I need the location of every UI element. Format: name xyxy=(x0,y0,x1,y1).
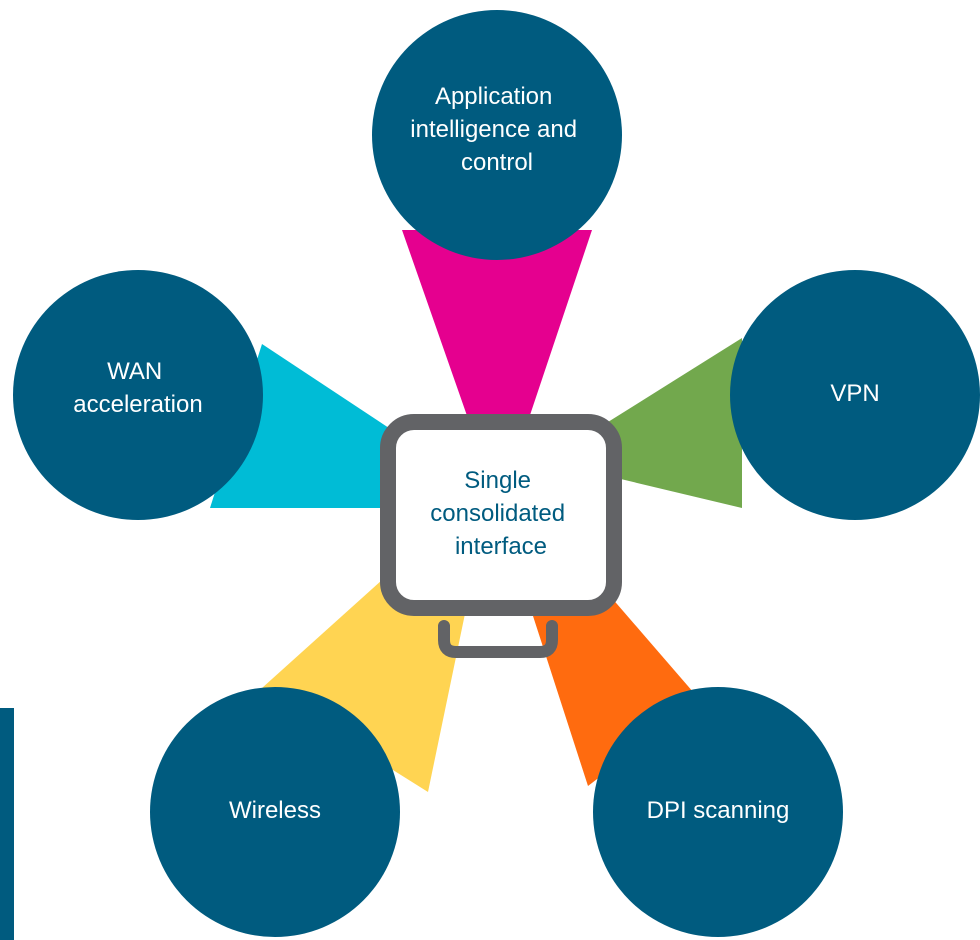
node-wan-acceleration: WAN acceleration xyxy=(13,270,263,520)
node-label-line: acceleration xyxy=(73,391,202,418)
node-label: DPI scanning xyxy=(647,797,790,824)
node-label-line: intelligence and xyxy=(410,116,577,143)
beam-dpi-scanning xyxy=(522,582,700,786)
node-label-line: Wireless xyxy=(229,797,321,824)
node-label: Wireless xyxy=(229,797,321,824)
node-label-line: control xyxy=(461,149,533,176)
monitor-icon: Single consolidated interface xyxy=(380,414,622,658)
node-circle xyxy=(593,687,843,937)
node-label-line: VPN xyxy=(830,380,879,407)
node-label-line: WAN xyxy=(107,358,162,385)
node-dpi-scanning: DPI scanning xyxy=(593,687,843,937)
node-label-line: Application xyxy=(435,83,552,110)
beam-vpn xyxy=(608,338,742,508)
node-application-intelligence: Application intelligence and control xyxy=(372,10,622,260)
monitor-stand xyxy=(438,620,558,658)
node-circle xyxy=(372,10,622,260)
node-circle xyxy=(150,687,400,937)
node-label: VPN xyxy=(830,380,879,407)
node-label: WAN acceleration xyxy=(73,358,202,418)
side-accent-bar xyxy=(0,708,14,940)
node-wireless: Wireless xyxy=(150,687,400,937)
node-circle xyxy=(730,270,980,520)
center-label: Single consolidated interface xyxy=(430,467,571,560)
center-label-line: interface xyxy=(455,533,547,560)
monitor-frame xyxy=(380,414,622,616)
center-label-line: Single xyxy=(464,467,531,494)
node-label-line: DPI scanning xyxy=(647,797,790,824)
center-label-line: consolidated xyxy=(430,500,565,527)
node-circle xyxy=(13,270,263,520)
beam-wireless xyxy=(262,580,472,792)
node-label: Application intelligence and control xyxy=(410,83,583,176)
beam-application-intelligence xyxy=(402,230,592,430)
node-vpn: VPN xyxy=(730,270,980,520)
